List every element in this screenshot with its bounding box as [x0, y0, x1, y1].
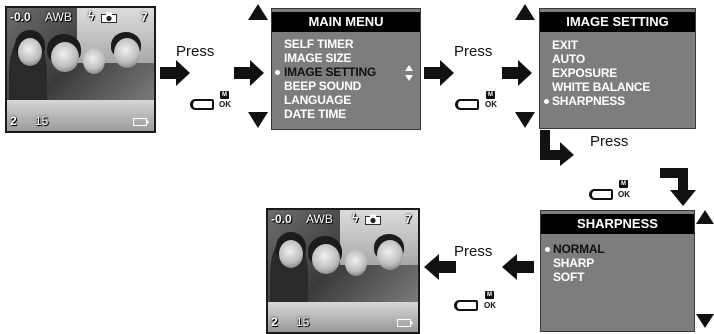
shots-remaining-count: 7: [141, 10, 148, 24]
button-m-label: M: [486, 91, 495, 99]
flash-icon: ϟ: [88, 9, 94, 23]
image-size-indicator: 2: [271, 315, 278, 329]
press-instruction-3: Press: [590, 133, 628, 150]
scroll-down-icon: [515, 112, 535, 128]
button-ok-label: OK: [219, 100, 231, 109]
person-face: [114, 38, 140, 68]
press-instruction-2: Press: [454, 43, 492, 60]
exposure-value: -0.0: [10, 10, 31, 24]
menu-item-auto[interactable]: AUTO: [552, 52, 585, 66]
menu-item-date-time[interactable]: DATE TIME: [284, 107, 346, 121]
button-ok-label: OK: [484, 301, 496, 310]
camera-icon: [365, 214, 381, 225]
battery-icon: [397, 319, 413, 327]
bent-arrow-icon: [538, 130, 578, 166]
menu-item-image-setting[interactable]: IMAGE SETTING: [284, 65, 376, 79]
white-balance-indicator: AWB: [306, 212, 333, 226]
sharpness-menu-panel: SHARPNESS NORMAL SHARP SOFT: [540, 210, 695, 332]
person-face: [83, 48, 105, 74]
press-instruction-1: Press: [176, 43, 214, 60]
menu-item-self-timer[interactable]: SELF TIMER: [284, 37, 353, 51]
date-indicator: 15: [35, 114, 48, 128]
left-arrow-icon: [424, 254, 456, 280]
menu-ok-button-icon: [455, 99, 479, 110]
menu-item-image-size[interactable]: IMAGE SIZE: [284, 51, 351, 65]
button-ok-label: OK: [618, 190, 630, 199]
menu-item-exit[interactable]: EXIT: [552, 38, 578, 52]
up-down-scroll-icon: [405, 65, 413, 81]
menu-ok-button-icon: [589, 189, 613, 200]
table-surface: [7, 100, 154, 131]
image-setting-menu-panel: IMAGE SETTING EXIT AUTO EXPOSURE WHITE B…: [539, 8, 696, 129]
person-face: [279, 240, 303, 268]
scroll-up-icon: [515, 4, 535, 20]
exposure-value: -0.0: [271, 212, 292, 226]
right-arrow-icon: [502, 60, 532, 86]
scroll-down-icon: [696, 314, 714, 328]
person-face: [312, 244, 340, 274]
menu-item-soft[interactable]: SOFT: [553, 270, 584, 284]
menu-item-sharp[interactable]: SHARP: [553, 256, 594, 270]
scroll-up-icon: [696, 210, 714, 224]
right-arrow-icon: [424, 60, 454, 86]
right-arrow-icon: [160, 60, 190, 86]
lcd-preview-screen-2: -0.0 AWB ϟ 7 2 15: [266, 208, 420, 334]
scroll-down-icon: [248, 112, 268, 128]
button-m-label: M: [220, 91, 229, 99]
selection-bullet: [275, 70, 280, 75]
bent-arrow-icon: [660, 168, 696, 208]
white-balance-indicator: AWB: [45, 10, 72, 24]
left-arrow-icon: [502, 254, 534, 280]
person-face: [377, 240, 403, 270]
right-arrow-icon: [234, 60, 264, 86]
image-setting-menu-title: IMAGE SETTING: [540, 12, 695, 32]
menu-ok-button-icon: [454, 300, 478, 311]
menu-item-language[interactable]: LANGUAGE: [284, 93, 351, 107]
main-menu-title: MAIN MENU: [272, 12, 420, 32]
button-m-label: M: [485, 291, 494, 299]
press-instruction-4: Press: [454, 243, 492, 260]
table-surface: [268, 302, 418, 332]
scroll-up-icon: [248, 4, 268, 20]
person-face: [51, 42, 79, 72]
button-m-label: M: [619, 180, 628, 188]
menu-ok-button-icon: [190, 99, 214, 110]
flash-icon: ϟ: [352, 211, 358, 225]
sharpness-menu-title: SHARPNESS: [541, 214, 694, 234]
menu-item-white-balance[interactable]: WHITE BALANCE: [552, 80, 650, 94]
lcd-preview-screen-1: -0.0 AWB ϟ 7 2 15: [5, 6, 156, 133]
image-size-indicator: 2: [10, 114, 17, 128]
camera-icon: [101, 12, 117, 23]
battery-icon: [133, 118, 149, 126]
date-indicator: 15: [296, 315, 309, 329]
main-menu-panel: MAIN MENU SELF TIMER IMAGE SIZE IMAGE SE…: [271, 8, 421, 130]
person-face: [345, 250, 367, 276]
shots-remaining-count: 7: [405, 212, 412, 226]
button-ok-label: OK: [485, 100, 497, 109]
menu-item-sharpness[interactable]: SHARPNESS: [552, 94, 625, 108]
selection-bullet: [545, 247, 550, 252]
selection-bullet: [544, 99, 549, 104]
menu-item-normal[interactable]: NORMAL: [553, 242, 604, 256]
person-face: [18, 38, 42, 66]
menu-item-beep-sound[interactable]: BEEP SOUND: [284, 79, 361, 93]
menu-item-exposure[interactable]: EXPOSURE: [552, 66, 617, 80]
